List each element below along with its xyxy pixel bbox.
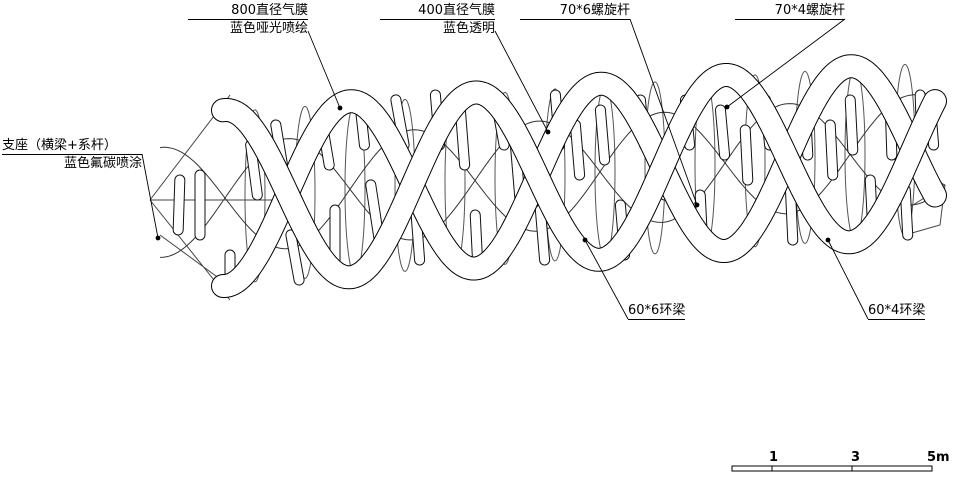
label-support-finish: 蓝色氟碳喷涂 xyxy=(63,156,142,171)
label-ring-60x4-spec: 60*4环梁 xyxy=(868,303,926,320)
spiral-tube-a-fill xyxy=(212,55,946,297)
scale-bar-line xyxy=(731,465,933,472)
scale-bar-seg-3 xyxy=(851,465,933,472)
leader-lines xyxy=(141,18,869,320)
label-spiral-70x4: 70*4螺旋杆 xyxy=(735,3,845,21)
spiral-tube-800-b xyxy=(211,63,947,290)
ring-beam-0 xyxy=(244,109,266,283)
leader-spiral-70x4 xyxy=(726,18,846,108)
scale-bar xyxy=(731,465,933,472)
leader-support-dot xyxy=(155,235,161,241)
scale-tick-5m: 5m xyxy=(927,450,950,465)
membrane-tube-27 xyxy=(739,124,754,186)
leader-membrane-400 xyxy=(494,30,549,133)
label-membrane-800-spec: 800直径气膜 xyxy=(188,3,308,20)
leader-ring-60x6 xyxy=(584,239,629,320)
membrane-tube-1 xyxy=(172,174,186,236)
label-support-spec: 支座（横梁+系杆） xyxy=(2,138,142,155)
label-support: 支座（横梁+系杆） 蓝色氟碳喷涂 xyxy=(2,138,142,171)
label-membrane-400-finish: 蓝色透明 xyxy=(442,21,495,36)
label-spiral-70x6: 70*6螺旋杆 xyxy=(520,3,630,21)
membrane-tube-32 xyxy=(844,94,859,156)
label-membrane-800-finish: 蓝色哑光喷绘 xyxy=(229,21,308,36)
label-spiral-70x6-spec: 70*6螺旋杆 xyxy=(520,3,630,20)
leader-spiral-70x6-dot xyxy=(694,202,700,208)
scale-bar-seg-1 xyxy=(731,465,773,472)
leader-membrane-400-dot xyxy=(545,129,551,135)
label-membrane-800: 800直径气膜 蓝色哑光喷绘 xyxy=(188,3,308,36)
label-ring-60x6-spec: 60*6环梁 xyxy=(628,303,686,320)
membrane-tube-31 xyxy=(824,119,839,181)
leader-membrane-800 xyxy=(307,30,341,109)
membrane-tube-20 xyxy=(594,104,611,166)
scale-tick-3: 3 xyxy=(851,450,861,465)
leader-ring-60x6-dot xyxy=(582,237,588,243)
label-spiral-70x4-spec: 70*4螺旋杆 xyxy=(735,3,845,20)
label-ring-60x6: 60*6环梁 xyxy=(628,303,686,321)
leader-membrane-800-dot xyxy=(337,105,343,111)
membrane-tube-0 xyxy=(194,169,206,241)
label-membrane-400: 400直径气膜 蓝色透明 xyxy=(380,3,495,36)
spiral-tube-b-fill xyxy=(212,64,946,289)
membrane-tube-26 xyxy=(714,104,731,161)
support-frame xyxy=(149,94,300,301)
membrane-tube-5 xyxy=(285,229,305,286)
label-ring-60x4: 60*4环梁 xyxy=(868,303,926,321)
leader-spiral-70x6 xyxy=(629,18,698,206)
leader-support xyxy=(141,153,159,239)
spiral-tube-800-a xyxy=(211,54,947,298)
leader-spiral-70x4-dot xyxy=(724,104,730,110)
scale-tick-1: 1 xyxy=(769,450,779,465)
label-membrane-400-spec: 400直径气膜 xyxy=(380,3,495,20)
leader-ring-60x4-dot xyxy=(825,237,831,243)
leader-ring-60x4 xyxy=(827,239,869,320)
